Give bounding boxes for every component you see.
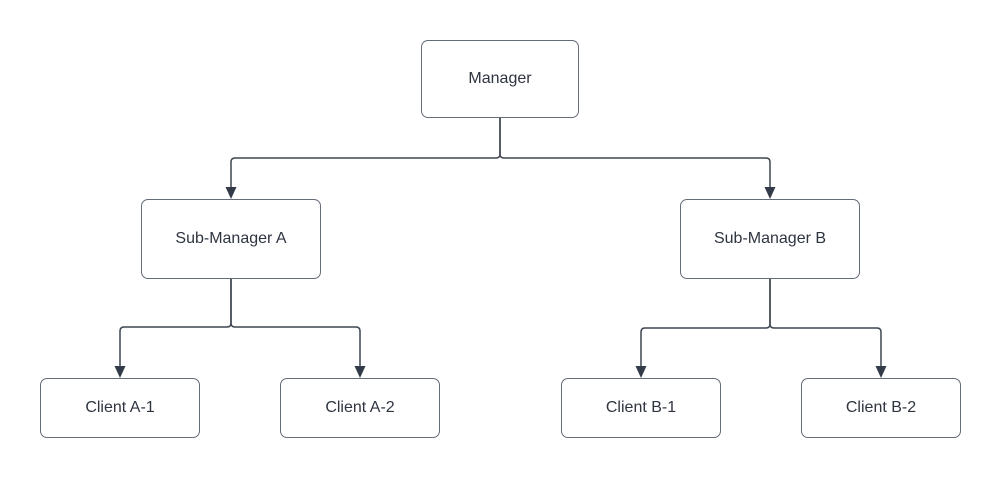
arrowhead-client-b1 bbox=[635, 366, 647, 378]
arrowhead-sub-a bbox=[225, 187, 237, 199]
node-client-b2: Client B-2 bbox=[801, 378, 961, 438]
node-client-b2-label: Client B-2 bbox=[845, 399, 917, 416]
node-sub-manager-a-label: Sub-Manager A bbox=[175, 230, 287, 247]
edge-sub-a-to-client-a1 bbox=[119, 279, 232, 367]
node-client-a1: Client A-1 bbox=[40, 378, 200, 438]
node-manager: Manager bbox=[421, 40, 579, 118]
node-sub-manager-b-label: Sub-Manager B bbox=[713, 230, 827, 247]
edge-manager-to-sub-a bbox=[230, 118, 501, 188]
node-client-a1-label: Client A-1 bbox=[85, 399, 155, 416]
arrowhead-client-b2 bbox=[875, 366, 887, 378]
node-sub-manager-b: Sub-Manager B bbox=[680, 199, 860, 279]
node-client-b1: Client B-1 bbox=[561, 378, 721, 438]
node-sub-manager-a: Sub-Manager A bbox=[141, 199, 321, 279]
node-client-a2-label: Client A-2 bbox=[325, 399, 395, 416]
arrowhead-sub-b bbox=[764, 187, 776, 199]
edge-sub-b-to-client-b2 bbox=[769, 279, 882, 367]
edge-manager-to-sub-b bbox=[499, 118, 771, 188]
arrowhead-client-a2 bbox=[354, 366, 366, 378]
node-client-a2: Client A-2 bbox=[280, 378, 440, 438]
arrowhead-client-a1 bbox=[114, 366, 126, 378]
node-client-b1-label: Client B-1 bbox=[605, 399, 677, 416]
node-manager-label: Manager bbox=[468, 70, 532, 87]
edge-sub-a-to-client-a2 bbox=[230, 279, 361, 367]
edge-sub-b-to-client-b1 bbox=[640, 279, 771, 367]
